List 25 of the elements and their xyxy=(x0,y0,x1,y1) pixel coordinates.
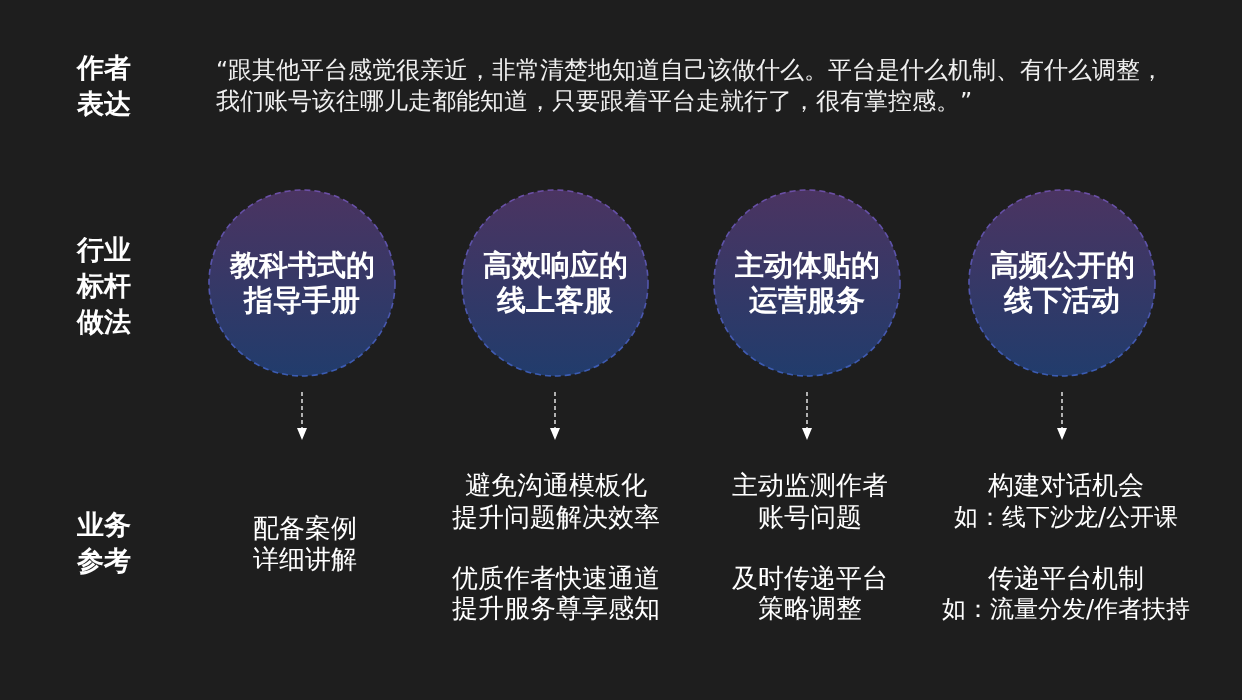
reference-text: 构建对话机会 xyxy=(987,469,1145,501)
dashed-arrow xyxy=(297,391,307,441)
gradient-circle xyxy=(968,189,1156,377)
reference-text: 避免沟通模板化提升问题解决效率 xyxy=(451,469,661,533)
gradient-circle xyxy=(461,189,649,377)
circle-label: 高效响应的线上客服 xyxy=(481,248,629,318)
circle-label: 教科书式的指导手册 xyxy=(228,248,376,318)
example-text: 如：流量分发/作者扶持 xyxy=(940,594,1192,624)
reference-text: 配备案例详细讲解 xyxy=(252,513,358,575)
reference-text: 优质作者快速通道提升服务尊享感知 xyxy=(451,563,661,623)
gradient-circle xyxy=(208,189,396,377)
row-heading: 业务参考 xyxy=(77,508,131,578)
circle-label: 主动体贴的运营服务 xyxy=(733,248,881,318)
dashed-arrow xyxy=(802,391,812,441)
row-heading: 作者表达 xyxy=(77,51,131,121)
dashed-arrow xyxy=(1057,391,1067,441)
reference-text: 传递平台机制 xyxy=(987,562,1145,594)
gradient-circle xyxy=(713,189,901,377)
circle-label: 高频公开的线下活动 xyxy=(988,248,1136,318)
reference-text: 主动监测作者账号问题 xyxy=(731,469,889,533)
example-text: 如：线下沙龙/公开课 xyxy=(952,502,1180,532)
reference-text: 及时传递平台策略调整 xyxy=(731,563,889,623)
row-heading: 行业标杆做法 xyxy=(77,233,131,339)
dashed-arrow xyxy=(550,391,560,441)
quote-text: “跟其他平台感觉很亲近，非常清楚地知道自己该做什么。平台是什么机制、有什么调整，我们账号该往哪儿走都能知道，只要跟着平台走就行了，很有掌控感。” xyxy=(216,55,1166,117)
